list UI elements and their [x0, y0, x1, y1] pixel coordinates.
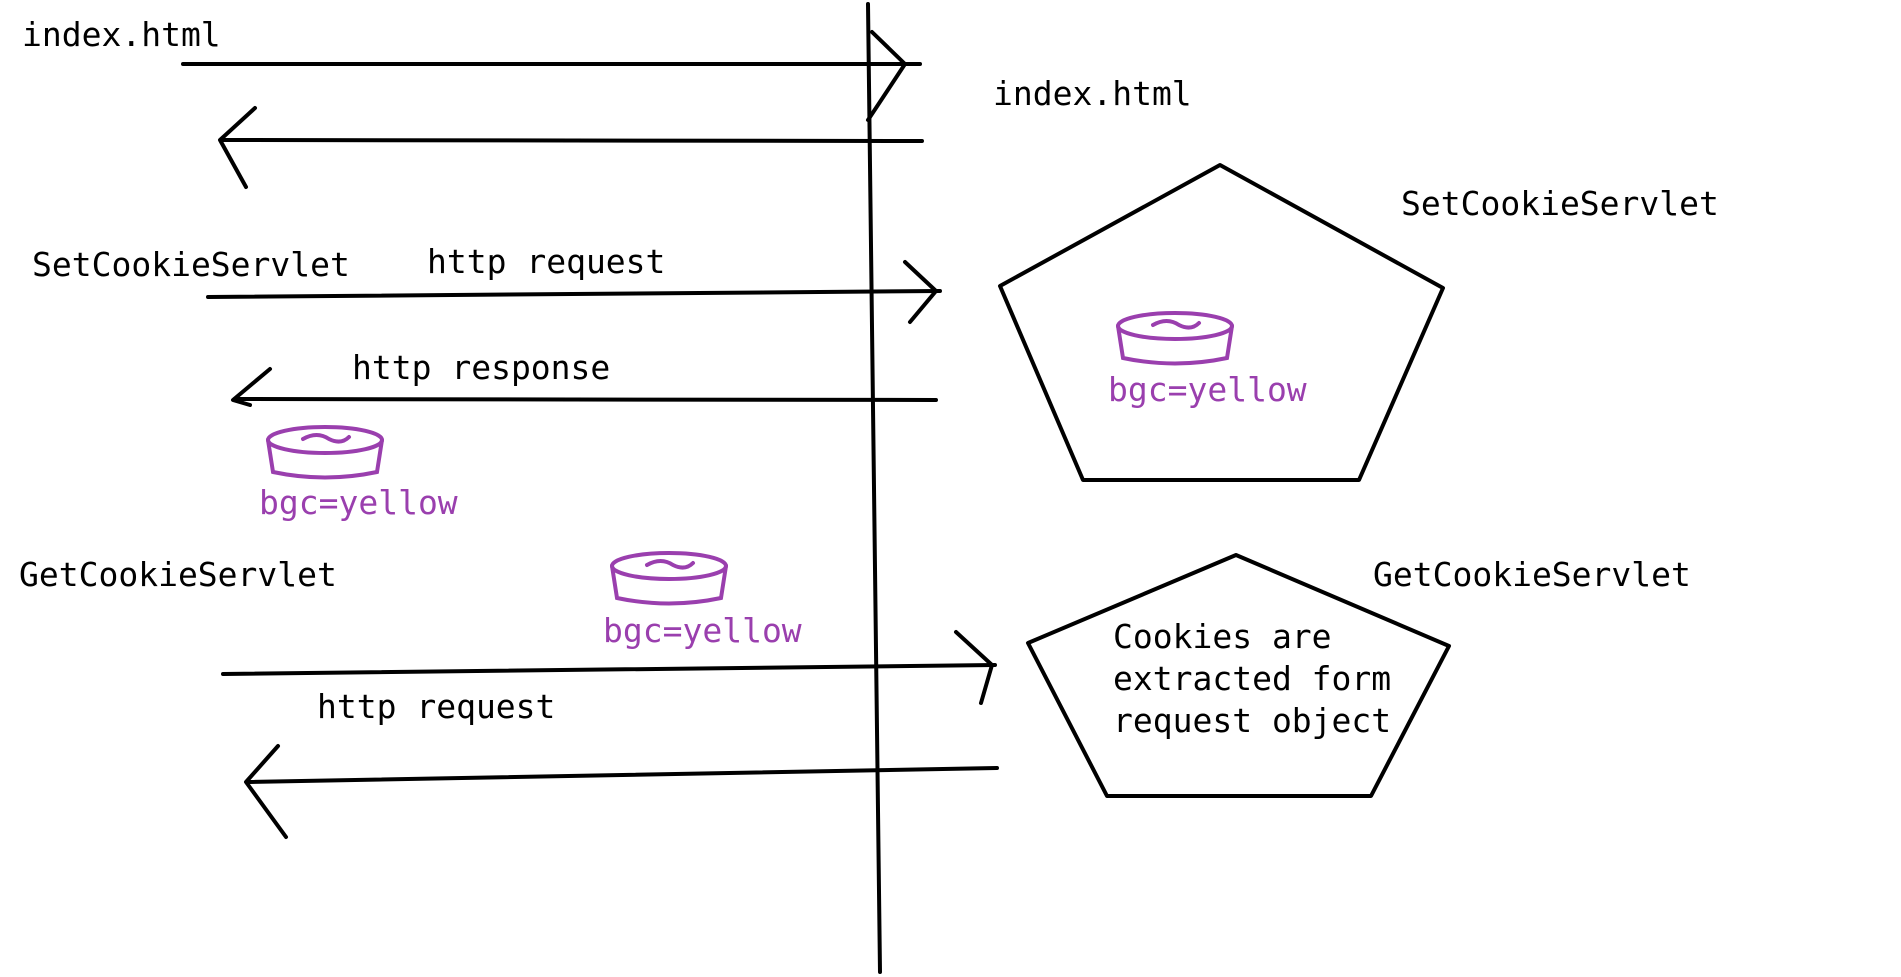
- index-response-arrowhead: [218, 106, 257, 189]
- index-response-arrow: [220, 138, 924, 143]
- set-request-label: http request: [427, 242, 666, 281]
- set-response-arrowhead: [231, 367, 272, 407]
- cookie-jar-icon: [1116, 311, 1234, 366]
- get-response-arrow: [248, 766, 999, 784]
- index-request-arrowhead: [866, 30, 907, 122]
- client-index-label: index.html: [22, 15, 221, 54]
- get-response-arrowhead: [244, 744, 288, 839]
- get-servlet-note-line: Cookies are: [1113, 617, 1332, 656]
- server-set-servlet-label: SetCookieServlet: [1401, 184, 1719, 223]
- server-get-servlet-label: GetCookieServlet: [1373, 555, 1691, 594]
- server-cookie-label: bgc=yellow: [1108, 370, 1307, 409]
- client-server-divider: [866, 2, 882, 974]
- get-servlet-note: Cookies are extracted form request objec…: [1113, 616, 1391, 742]
- get-servlet-note-line: request object: [1113, 701, 1392, 740]
- client-set-servlet-label: SetCookieServlet: [32, 245, 350, 284]
- set-request-arrowhead: [903, 260, 938, 324]
- set-servlet-pentagon: [998, 163, 1445, 482]
- get-request-arrow: [221, 663, 997, 676]
- client-get-servlet-label: GetCookieServlet: [19, 555, 337, 594]
- get-servlet-note-line: extracted form: [1113, 659, 1392, 698]
- cookie-jar-icon: [610, 551, 728, 606]
- request-cookie-label: bgc=yellow: [603, 611, 802, 650]
- set-request-arrow: [206, 289, 942, 299]
- cookie-jar-icon: [266, 425, 384, 480]
- response-cookie-label: bgc=yellow: [259, 483, 458, 522]
- get-servlet-pentagon: [1026, 553, 1451, 798]
- set-response-label: http response: [352, 348, 611, 387]
- set-response-arrow: [234, 397, 938, 402]
- server-index-label: index.html: [993, 74, 1192, 113]
- get-request-label: http request: [317, 687, 556, 726]
- get-request-arrowhead: [954, 630, 994, 705]
